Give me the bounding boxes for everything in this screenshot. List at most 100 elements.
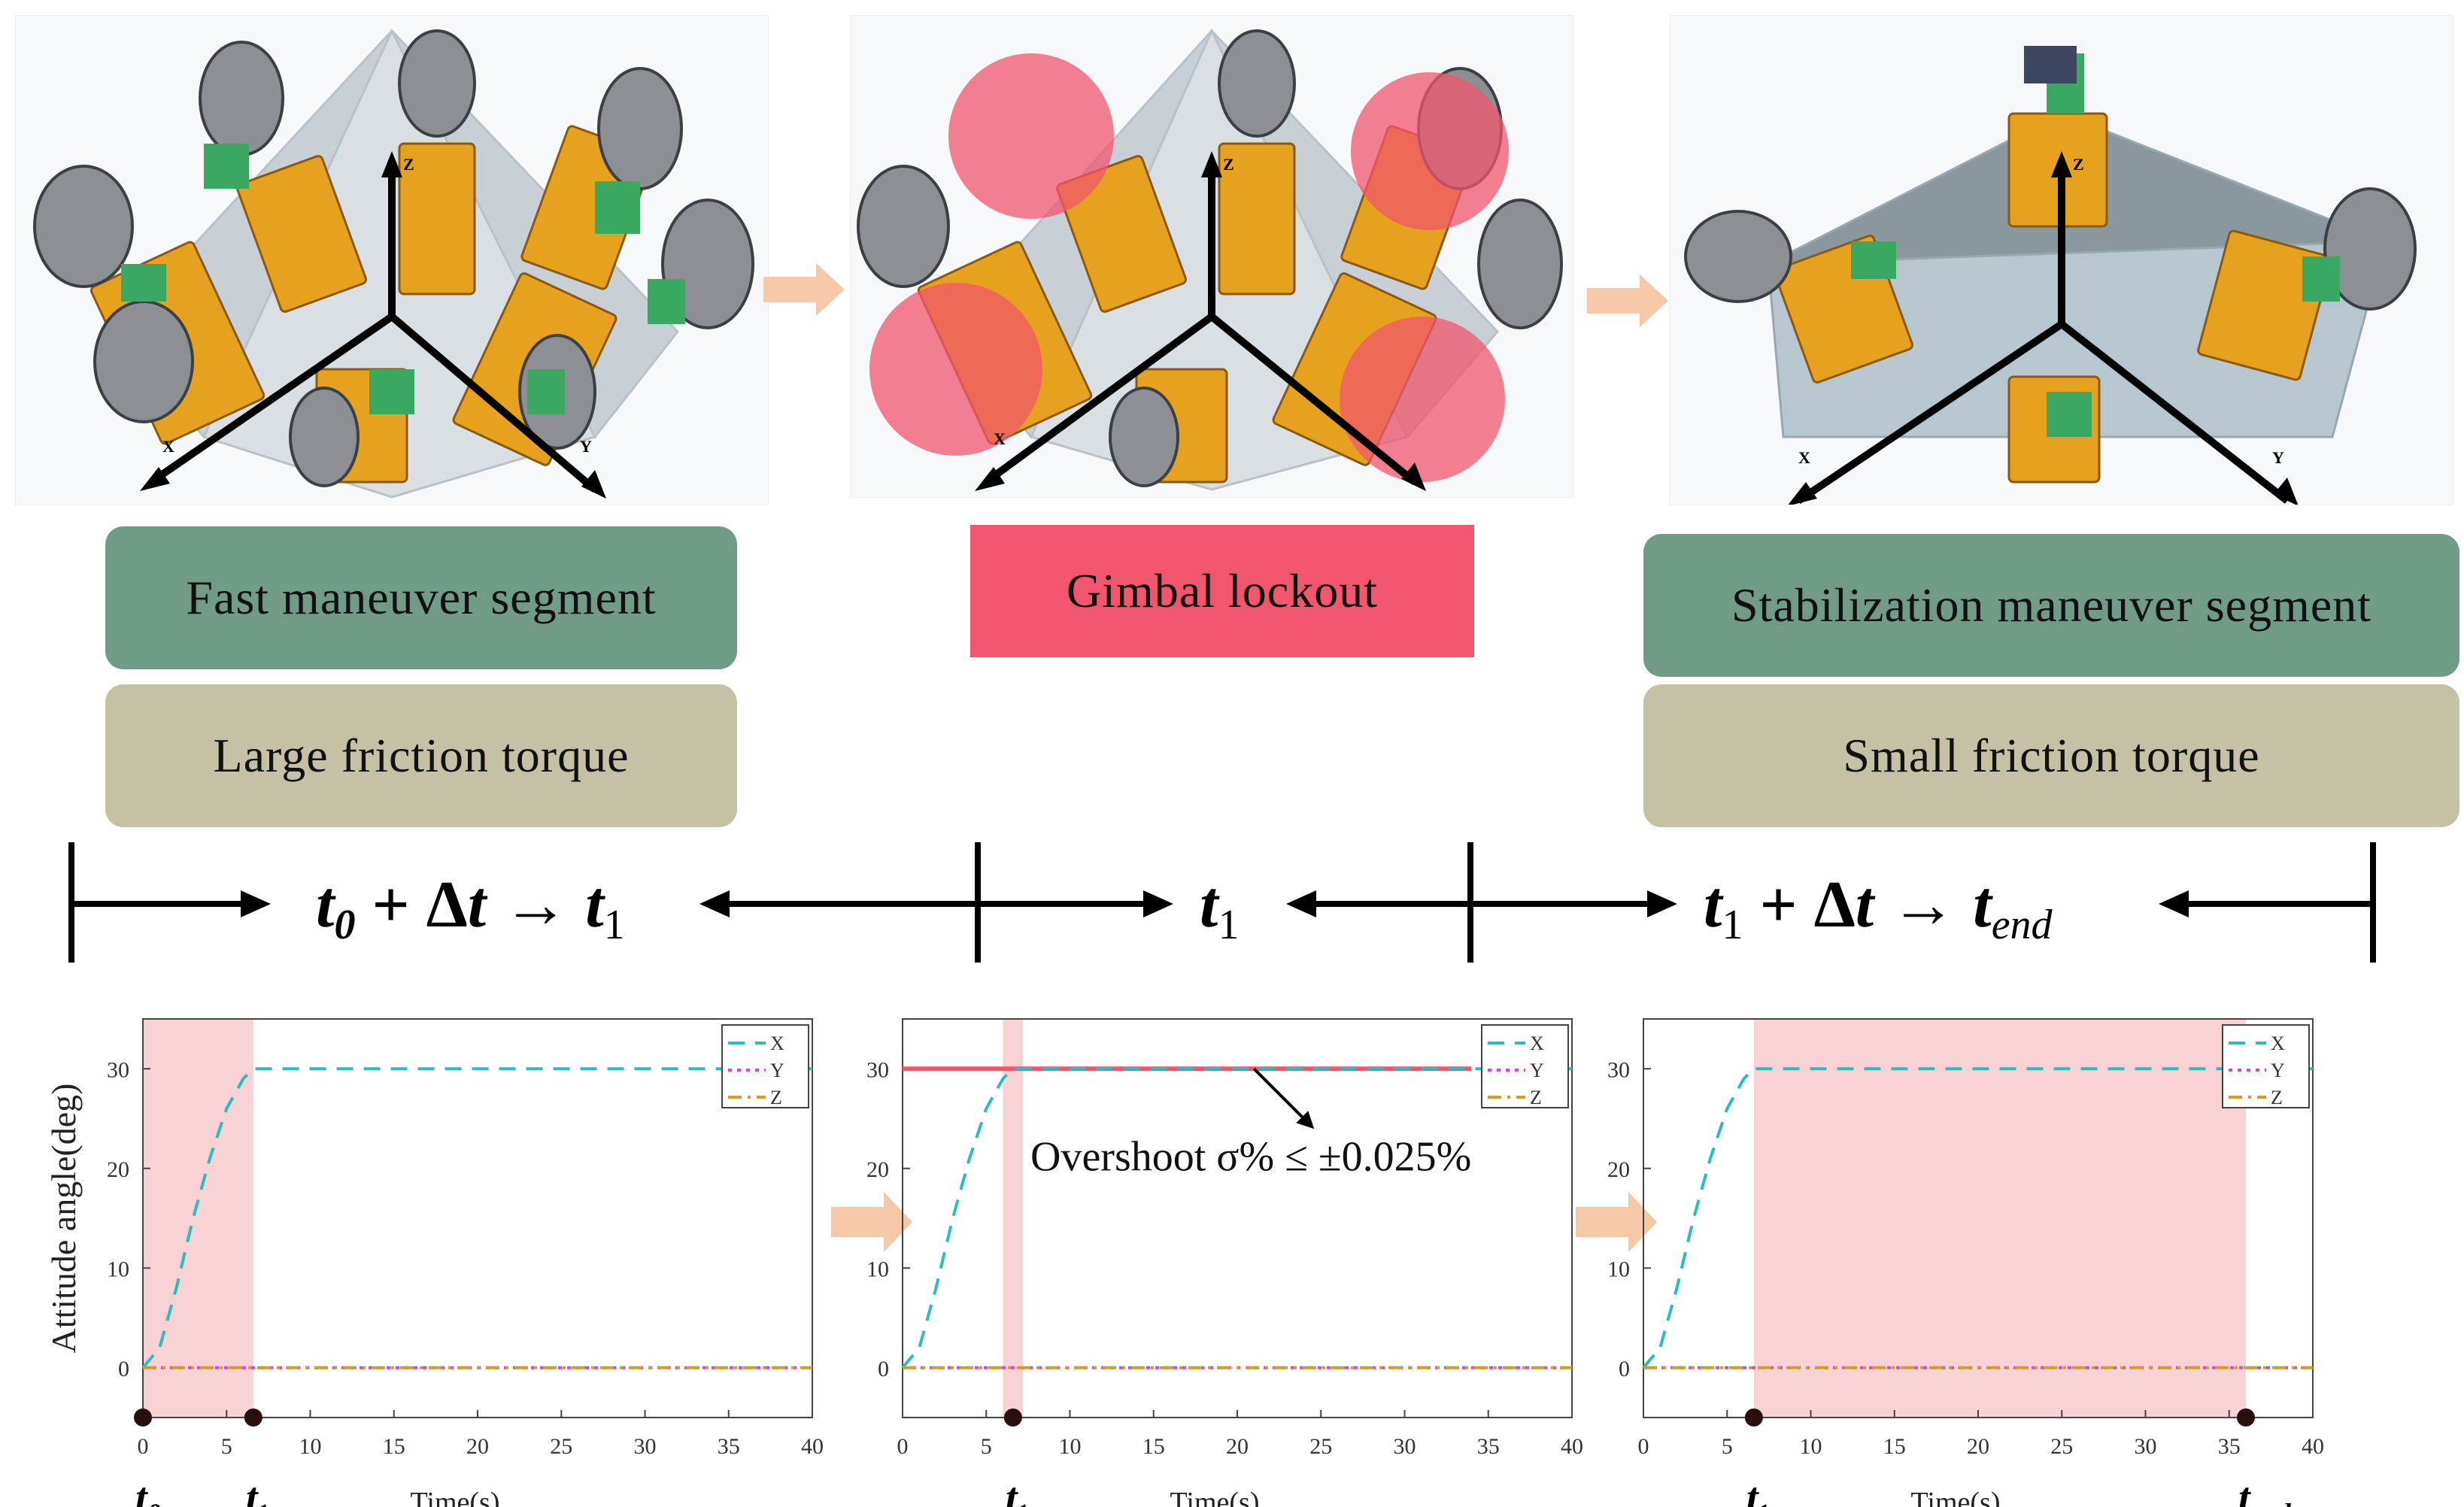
legend-box — [721, 1024, 809, 1108]
x-tick-label: 20 — [1226, 1434, 1249, 1459]
x-tick-label: 15 — [1142, 1434, 1165, 1459]
stabilization-maneuver-label: Stabilization maneuver segment — [1643, 534, 2459, 677]
annotation-arrowhead — [1296, 1111, 1315, 1129]
x-tick-label: 15 — [383, 1434, 405, 1459]
legend-label: Z — [2271, 1087, 2283, 1108]
time-marker-label: t1 — [1006, 1475, 1031, 1507]
legend-label: Y — [2271, 1060, 2285, 1081]
x-tick-label: 10 — [1800, 1434, 1822, 1459]
time-marker-label: t1 — [1746, 1475, 1772, 1507]
x-tick-label: 5 — [221, 1434, 232, 1459]
x-tick-label: 30 — [634, 1434, 657, 1459]
legend-label: Y — [770, 1060, 784, 1081]
x-tick-label: 30 — [2135, 1434, 2157, 1459]
cmg-cluster-illustration-stable: Z X Y — [1670, 15, 2453, 506]
x-tick-label: 25 — [2050, 1434, 2073, 1459]
x-tick-label: 10 — [1059, 1434, 1082, 1459]
x-tick-label: 0 — [897, 1434, 909, 1459]
time-marker — [244, 1408, 262, 1427]
y-tick-label: 20 — [107, 1157, 129, 1182]
axis-label-x: X — [162, 437, 174, 456]
legend-label: Z — [1530, 1087, 1542, 1108]
x-tick-label: 5 — [981, 1434, 992, 1459]
chart-2: 0 5 10 15 20 25 30 35 40 0 10 20 30 XYZ Overshoot σ% ≤… — [866, 1018, 1583, 1507]
highlight-band — [1753, 1019, 2246, 1418]
x-tick-label: 20 — [466, 1434, 489, 1459]
time-marker — [1003, 1408, 1022, 1427]
x-axis-label: Time(s) — [1911, 1487, 2001, 1507]
legend-label: X — [2271, 1032, 2285, 1054]
time-marker — [134, 1408, 152, 1427]
y-tick-label: 0 — [878, 1357, 889, 1381]
y-tick-label: 30 — [107, 1057, 129, 1082]
svg-text:X: X — [994, 429, 1006, 448]
x-tick-label: 10 — [299, 1434, 322, 1459]
x-tick-label: 30 — [1394, 1434, 1416, 1459]
x-tick-label: 0 — [138, 1434, 149, 1459]
svg-text:Y: Y — [2272, 448, 2284, 467]
y-tick-label: 10 — [866, 1257, 889, 1281]
legend-label: X — [1530, 1032, 1544, 1054]
y-tick-label: 0 — [1619, 1357, 1630, 1381]
cmg-cluster-illustration-fast: Z X Y — [15, 15, 769, 505]
x-tick-label: 0 — [1638, 1434, 1649, 1459]
fast-maneuver-label: Fast maneuver segment — [105, 526, 737, 669]
x-tick-label: 35 — [1477, 1434, 1500, 1459]
chart-1: 0 5 10 15 20 25 30 35 40 0 10 20 30 XYZt0 t1 Time(s) Att… — [44, 1018, 824, 1507]
x-tick-label: 25 — [550, 1434, 572, 1459]
x-tick-label: 20 — [1967, 1434, 1989, 1459]
svg-text:Z: Z — [2073, 155, 2084, 174]
y-tick-label: 30 — [1607, 1057, 1630, 1082]
x-tick-label: 40 — [2302, 1434, 2324, 1459]
legend-box — [1481, 1024, 1569, 1108]
timeline-segment-2: t1 — [1200, 869, 1239, 948]
highlight-band — [1003, 1019, 1024, 1418]
axis-label-y: Y — [580, 437, 592, 456]
svg-text:X: X — [1798, 448, 1810, 467]
time-marker-label: t1 — [246, 1475, 272, 1507]
legend-label: X — [770, 1032, 784, 1054]
y-tick-label: 10 — [1607, 1257, 1630, 1281]
svg-text:Z: Z — [1223, 155, 1234, 174]
axis-label-z: Z — [403, 155, 414, 174]
y-tick-label: 0 — [118, 1357, 129, 1381]
x-tick-label: 5 — [1722, 1434, 1733, 1459]
flow-arrow-2 — [1587, 274, 1668, 327]
timeline-segment-3: t1 + Δt → tend — [1704, 869, 2053, 948]
y-tick-label: 20 — [866, 1157, 889, 1182]
y-axis-label: Attitude angle(deg) — [44, 1084, 83, 1354]
chart-3: 05101520253035400102030XYZt1tendTime(s) — [1607, 1018, 2324, 1507]
highlight-band — [143, 1019, 253, 1418]
flow-arrow-3 — [831, 1192, 912, 1252]
lockout-highlight — [869, 53, 1509, 482]
annotation-arrow — [1252, 1067, 1308, 1123]
timeline: t0 + Δt → t1 t1 t1 + Δt → tend — [68, 842, 2376, 963]
cmg-cluster-illustration-lockout: Z X — [850, 15, 1573, 498]
timeline-segment-1: t0 + Δt → t1 — [316, 869, 625, 948]
overshoot-annotation: Overshoot σ% ≤ ±0.025% — [1030, 1133, 1471, 1180]
y-tick-label: 10 — [107, 1257, 129, 1281]
y-tick-label: 20 — [1607, 1157, 1630, 1182]
series-line-x — [901, 1067, 1572, 1369]
y-tick-label: 30 — [866, 1057, 889, 1082]
series-line-x — [141, 1067, 812, 1369]
legend-label: Y — [1530, 1060, 1544, 1081]
x-tick-label: 15 — [1883, 1434, 1906, 1459]
time-marker — [2237, 1408, 2255, 1427]
attitude-charts: 05101520253035400102030XYZt0t1Time(s)Att… — [44, 1018, 2324, 1507]
motor-bracket — [121, 144, 685, 414]
time-marker — [1744, 1408, 1763, 1427]
legend-box — [2222, 1024, 2310, 1108]
x-tick-label: 40 — [801, 1434, 824, 1459]
legend-label: Z — [770, 1087, 782, 1108]
x-axis-label: Time(s) — [1170, 1487, 1260, 1507]
time-marker-label: t0 — [135, 1475, 161, 1507]
x-axis-label: Time(s) — [411, 1487, 500, 1507]
x-tick-label: 25 — [1309, 1434, 1332, 1459]
large-friction-label: Large friction torque — [105, 684, 737, 827]
x-tick-label: 40 — [1561, 1434, 1583, 1459]
body-axes — [149, 166, 598, 493]
x-tick-label: 35 — [2218, 1434, 2241, 1459]
small-friction-label: Small friction torque — [1643, 684, 2459, 827]
x-tick-label: 35 — [718, 1434, 740, 1459]
